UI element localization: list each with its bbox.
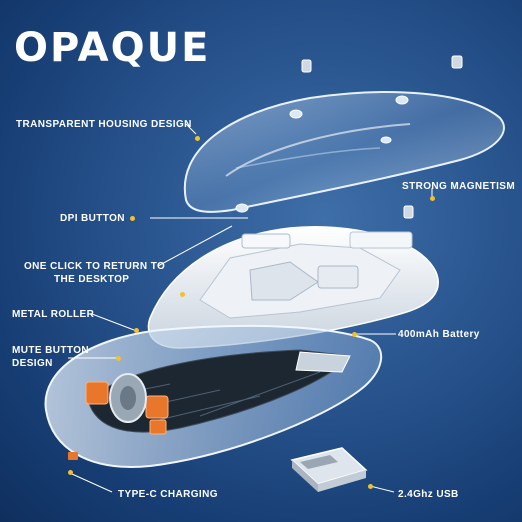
callout-dot bbox=[134, 328, 139, 333]
callout-dot bbox=[130, 216, 135, 221]
internal-frame bbox=[147, 226, 439, 349]
transparent-base bbox=[44, 324, 383, 468]
callout-usb: 2.4Ghz USB bbox=[398, 489, 459, 500]
magnet-pieces bbox=[301, 55, 463, 219]
callout-one-click-line1: ONE CLICK TO RETURN TO bbox=[24, 261, 166, 272]
callout-dot bbox=[368, 484, 373, 489]
callout-metal-roller: METAL ROLLER bbox=[12, 309, 95, 320]
usb-receiver bbox=[290, 447, 368, 492]
callout-mute-line1: MUTE BUTTON bbox=[12, 345, 89, 356]
callout-strong-magnetism: STRONG MAGNETISM bbox=[402, 181, 516, 192]
callout-type-c: TYPE-C CHARGING bbox=[118, 489, 218, 500]
callout-one-click-line2: THE DESKTOP bbox=[54, 274, 130, 285]
callout-dot bbox=[352, 332, 357, 337]
callout-dpi-button: DPI BUTTON bbox=[60, 213, 125, 224]
transparent-top-shell bbox=[183, 91, 505, 213]
callout-dot bbox=[430, 196, 435, 201]
callout-dot bbox=[180, 292, 185, 297]
callout-transparent-housing: TRANSPARENT HOUSING DESIGN bbox=[16, 119, 192, 130]
callout-dot bbox=[116, 356, 121, 361]
brand-logo: OPAQUE bbox=[14, 25, 211, 71]
callout-lines bbox=[68, 123, 433, 493]
callout-battery: 400mAh Battery bbox=[398, 329, 480, 340]
callout-dot bbox=[68, 470, 73, 475]
callout-dot bbox=[195, 136, 200, 141]
callout-mute-line2: DESIGN bbox=[12, 358, 53, 369]
